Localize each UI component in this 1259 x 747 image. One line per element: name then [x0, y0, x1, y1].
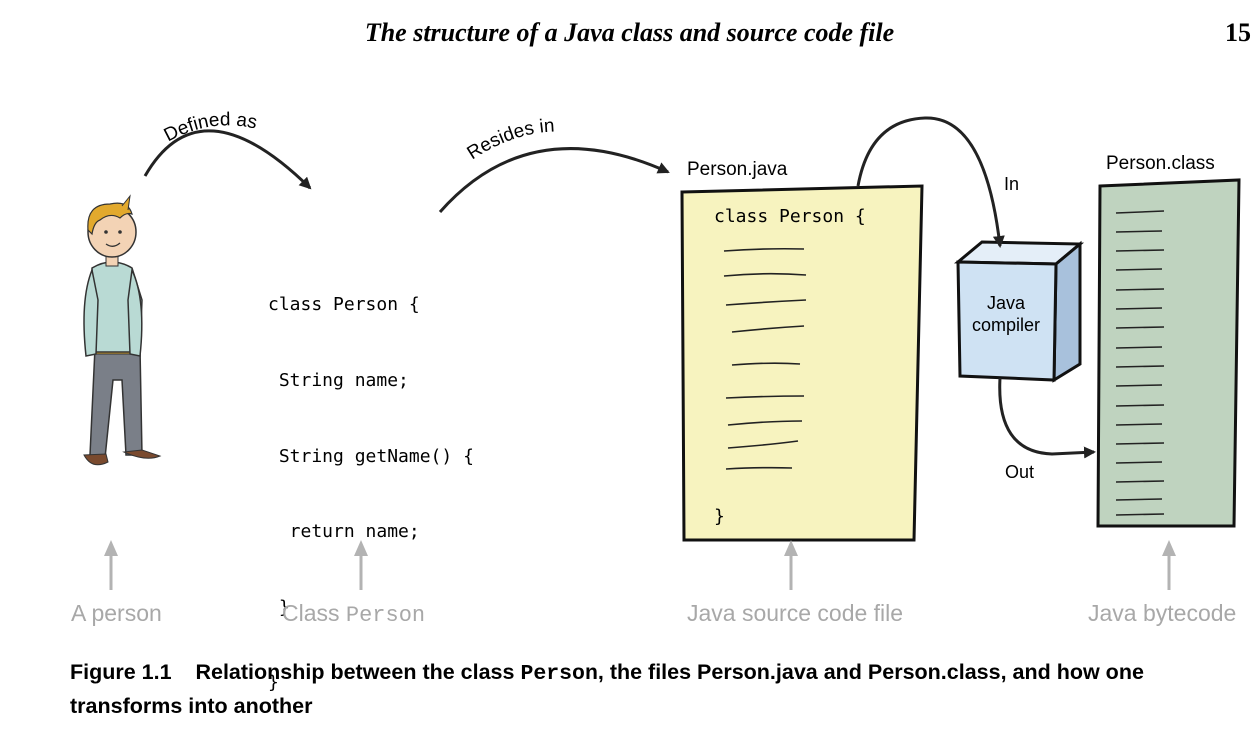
in-label: In [1004, 174, 1020, 194]
compile-out-arrow [998, 377, 1096, 459]
java-compiler-box [953, 240, 1085, 383]
label-class-name: Person [345, 603, 426, 628]
label-a-person: A person [71, 600, 162, 626]
java-bytecode-file [1096, 178, 1241, 528]
compiler-label-line1: Java [986, 293, 1026, 313]
person-illustration [83, 194, 162, 466]
source-file-name: Person.java [687, 159, 788, 180]
class-person-code: class Person { String name; String getNa… [268, 242, 474, 721]
code-line: String name; [268, 370, 409, 392]
running-head: The structure of a Java class and source… [364, 18, 895, 47]
resides-in-arrow [438, 147, 670, 213]
code-line: class Person { [268, 294, 420, 316]
label-java-bytecode: Java bytecode [1088, 600, 1237, 626]
source-scribble-lines [723, 247, 807, 470]
caption-text-before: Relationship between the class [195, 660, 521, 684]
caption-label: Figure 1.1 [70, 660, 172, 684]
compiler-label: Java compiler [958, 292, 1054, 336]
compile-in-arrow [856, 116, 1005, 248]
label-java-source: Java source code file [687, 600, 904, 626]
gray-pointer-arrows [104, 540, 1176, 590]
label-class-person: Class Person [282, 600, 425, 628]
java-source-file [680, 184, 924, 542]
code-line: } [268, 596, 290, 618]
compiler-label-line2: compiler [971, 315, 1041, 335]
caption-text-after: , the files Person.java and Person.class… [70, 660, 1144, 718]
figure-caption: Figure 1.1 Relationship between the clas… [70, 656, 1250, 722]
source-first-line: class Person { [714, 206, 866, 227]
code-line: return name; [268, 521, 420, 543]
code-line: } [268, 672, 279, 694]
class-file-name: Person.class [1106, 153, 1215, 174]
code-line: String getName() { [268, 445, 474, 467]
defined-as-arrow [143, 129, 312, 190]
page-number: 15 [1225, 18, 1251, 47]
label-class-prefix: Class [282, 600, 346, 626]
out-label: Out [1005, 462, 1035, 482]
resides-in-label: Resides in [464, 115, 556, 164]
bytecode-lines [1115, 210, 1165, 516]
source-last-line: } [714, 506, 725, 527]
caption-code: Person [520, 662, 598, 686]
